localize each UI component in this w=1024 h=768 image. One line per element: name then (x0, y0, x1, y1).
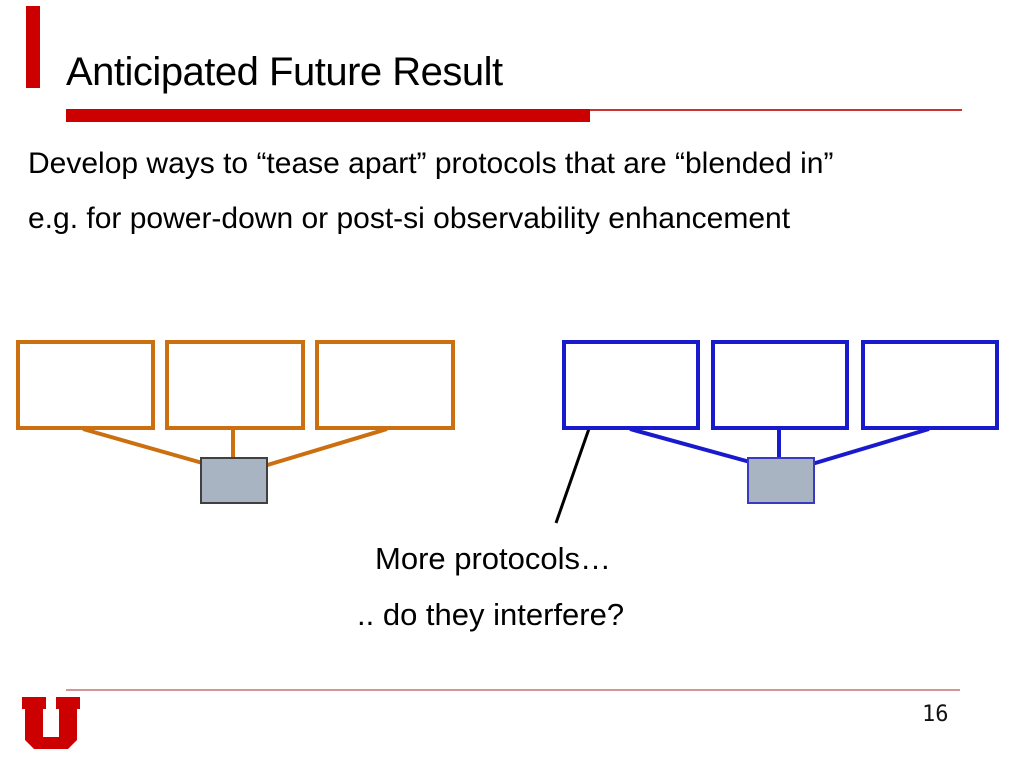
protocol-box-left-3 (315, 340, 455, 430)
footer-rule (66, 689, 960, 691)
title-underline-thin-rule (590, 109, 962, 111)
caption-do-they-interfere: .. do they interfere? (357, 597, 625, 632)
body-text-line-1: Develop ways to “tease apart” protocols … (28, 147, 834, 180)
page-number: 16 (922, 702, 949, 727)
protocol-box-right-3 (861, 340, 999, 430)
shared-block-right (747, 457, 815, 504)
protocol-box-right-2 (711, 340, 849, 430)
corner-accent-bar (26, 6, 40, 88)
title-underline-bar (66, 109, 590, 122)
protocol-box-left-2 (165, 340, 305, 430)
caption-more-protocols: More protocols… (375, 541, 612, 576)
protocol-box-left-1 (16, 340, 155, 430)
slide-title: Anticipated Future Result (66, 50, 503, 94)
shared-block-left (200, 457, 268, 504)
body-text-line-2: e.g. for power-down or post-si observabi… (28, 202, 791, 235)
protocol-box-right-1 (562, 340, 700, 430)
utah-block-u-logo-icon (22, 697, 80, 749)
